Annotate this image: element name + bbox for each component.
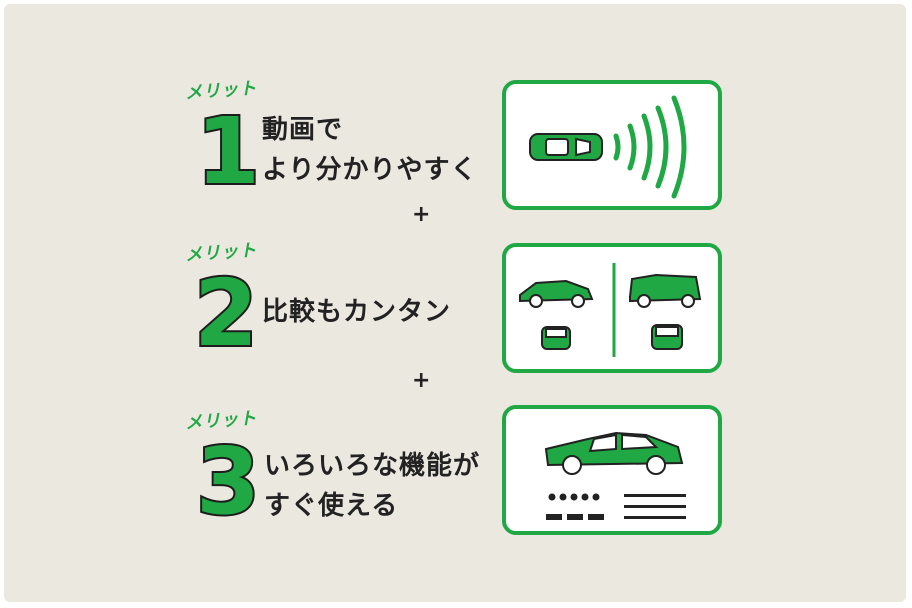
plus-sign-2: + bbox=[412, 368, 431, 393]
merit-number-1: 1 bbox=[194, 98, 262, 205]
features-illustration-box bbox=[502, 405, 722, 535]
car-signal-icon bbox=[529, 95, 687, 199]
merit-number-3: 3 bbox=[194, 428, 262, 535]
video-illustration-box bbox=[502, 80, 722, 210]
plus-sign-1: + bbox=[412, 202, 431, 227]
merit-text-1-line-2: より分かりやすく bbox=[262, 155, 478, 185]
car-compare-icon bbox=[519, 263, 702, 357]
merit-text-2-line-1: 比較もカンタン bbox=[262, 297, 452, 327]
merit-text-3-line-2: すぐ使える bbox=[264, 491, 399, 521]
merit-number-2: 2 bbox=[192, 260, 260, 367]
merit-text-1-line-1: 動画で bbox=[262, 115, 344, 145]
compare-illustration-box bbox=[502, 243, 722, 373]
car-features-icon bbox=[544, 431, 686, 520]
merit-text-3-line-1: いろいろな機能が bbox=[264, 451, 481, 481]
background bbox=[4, 4, 906, 602]
